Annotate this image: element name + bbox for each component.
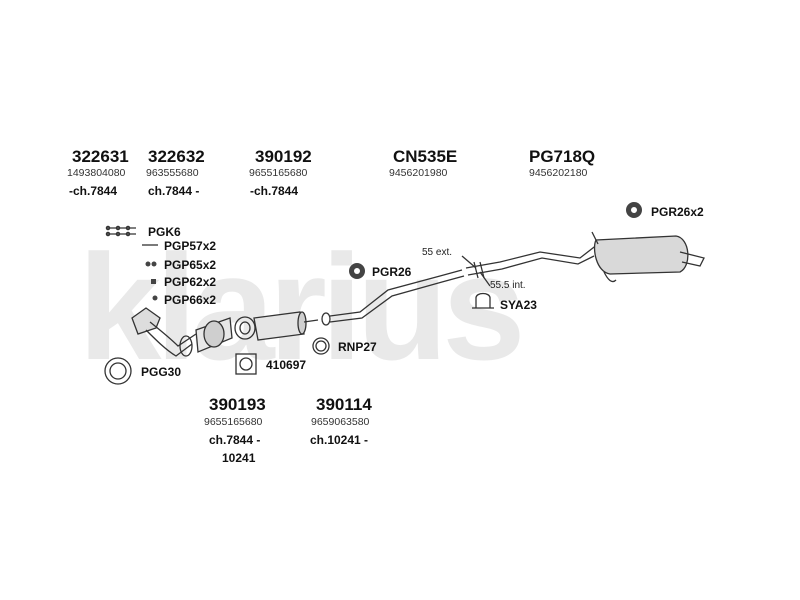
klarius-watermark: klarius — [78, 223, 526, 391]
flange-410697 — [234, 316, 256, 340]
oem-number-390193: 9655165680 — [204, 416, 263, 428]
dimension-ext: 55 ext. — [422, 247, 453, 258]
chassis-range-322631: -ch.7844 — [69, 184, 118, 198]
fitting-label-pgp66: PGP66x2 — [164, 293, 217, 307]
rear-silencer-pg718q — [465, 231, 705, 283]
chassis-range-390192: -ch.7844 — [250, 184, 299, 198]
fitting-label-pgg30: PGG30 — [141, 365, 182, 379]
fitting-label-pgr26: PGR26 — [372, 265, 412, 279]
part-number-390114: 390114 — [316, 395, 372, 414]
fitting-label-pgp62: PGP62x2 — [164, 275, 217, 289]
part-number-pg718q: PG718Q — [529, 147, 596, 166]
part-number-390192: 390192 — [255, 147, 312, 166]
nut-pgp65-icon — [145, 261, 151, 267]
oem-number-pg718q: 9456202180 — [529, 167, 588, 179]
part-number-322632: 322632 — [148, 147, 205, 166]
hanger-pgr26-icon — [349, 263, 365, 279]
ext-pointer — [461, 255, 477, 269]
centre-pipe-cn535e — [329, 269, 465, 323]
fitting-label-pgp65: PGP65x2 — [164, 258, 217, 272]
fitting-label-410697: 410697 — [266, 358, 307, 372]
part-number-cn535e: CN535E — [393, 147, 458, 166]
ring-rnp27-icon — [312, 337, 330, 355]
oem-number-390114: 9659063580 — [311, 416, 370, 428]
catalyst-390193 — [195, 317, 233, 353]
chassis-range-322632: ch.7844 - — [148, 184, 200, 198]
oem-number-322631: 1493804080 — [67, 167, 126, 179]
dimension-int: 55.5 int. — [490, 280, 526, 291]
nut-pgp62-icon — [151, 279, 156, 284]
fitting-label-pgk6: PGK6 — [148, 225, 181, 239]
part-number-322631: 322631 — [72, 147, 129, 166]
fitting-label-sya23: SYA23 — [500, 298, 537, 312]
fitting-label-pgp57: PGP57x2 — [164, 239, 217, 253]
clamp-sya23-icon — [472, 292, 494, 309]
fitting-label-pgr26x2: PGR26x2 — [651, 205, 704, 219]
oem-number-322632: 963555680 — [146, 167, 199, 179]
int-pointer — [479, 271, 491, 287]
oem-number-cn535e: 9456201980 — [389, 167, 448, 179]
fitting-label-rnp27: RNP27 — [338, 340, 377, 354]
downpipe-322631 — [131, 307, 197, 357]
chassis-range-390114: ch.10241 - — [310, 433, 369, 447]
dpf-390114 — [253, 311, 319, 341]
part-number-390193: 390193 — [209, 395, 266, 414]
bolt-set-pgk6-icon — [105, 225, 136, 237]
chassis-range-390193-end: 10241 — [222, 451, 256, 465]
hanger-pgr26x2-icon — [626, 202, 642, 218]
gasket-410697-icon — [235, 353, 257, 375]
nut-pgp66-icon — [152, 295, 158, 301]
chassis-range-390193: ch.7844 - — [209, 433, 261, 447]
ring-pgg30-icon — [104, 357, 132, 385]
oem-number-390192: 9655165680 — [249, 167, 308, 179]
clamp — [321, 312, 331, 326]
